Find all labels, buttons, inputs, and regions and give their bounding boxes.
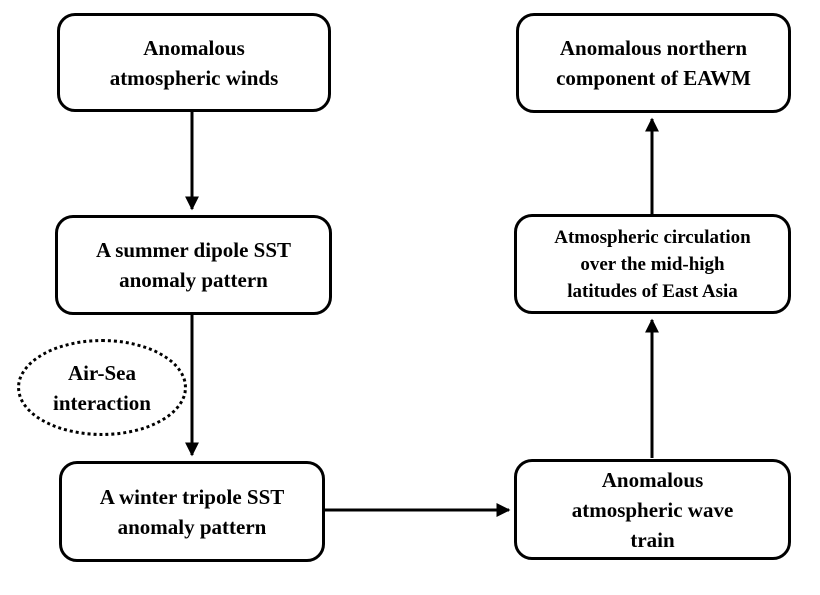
node-wave-train-label: Anomalous atmospheric wave train: [571, 467, 734, 552]
node-air-sea-interaction-label: Air-Sea interaction: [53, 360, 151, 415]
node-winter-tripole: A winter tripole SST anomaly pattern: [59, 461, 325, 562]
node-circulation-label: Atmospheric circulation over the mid-hig…: [554, 226, 751, 302]
node-wave-train: Anomalous atmospheric wave train: [514, 459, 791, 560]
node-winter-tripole-label: A winter tripole SST anomaly pattern: [99, 484, 285, 539]
node-summer-dipole: A summer dipole SST anomaly pattern: [55, 215, 332, 315]
node-eawm-label: Anomalous northern component of EAWM: [556, 36, 751, 90]
node-eawm: Anomalous northern component of EAWM: [516, 13, 791, 113]
node-summer-dipole-label: A summer dipole SST anomaly pattern: [95, 238, 292, 292]
node-anomalous-winds: Anomalous atmospheric winds: [57, 13, 331, 112]
node-anomalous-winds-label: Anomalous atmospheric winds: [109, 35, 279, 90]
node-circulation: Atmospheric circulation over the mid-hig…: [514, 214, 791, 314]
node-air-sea-interaction: Air-Sea interaction: [17, 339, 187, 436]
